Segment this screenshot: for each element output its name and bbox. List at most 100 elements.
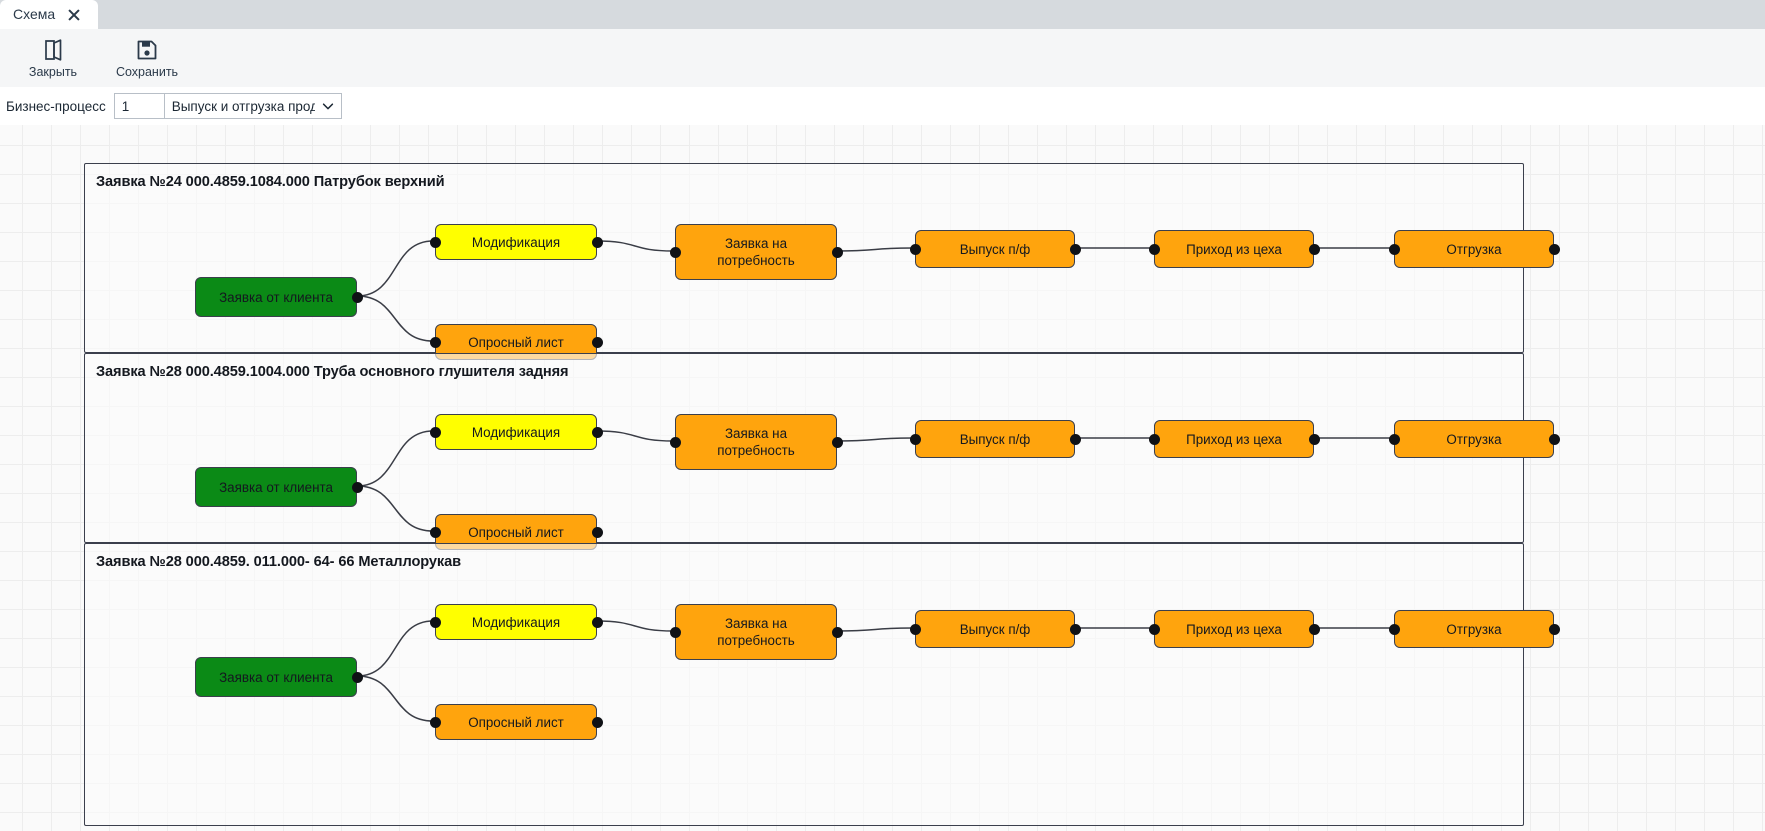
node-label: Модификация (471, 614, 561, 630)
node-port-in[interactable] (909, 243, 921, 255)
node-port-out[interactable] (1069, 433, 1081, 445)
node-port-in[interactable] (909, 433, 921, 445)
node-port-out[interactable] (591, 236, 603, 248)
node-demand-request[interactable]: Заявка на потребность (675, 224, 837, 280)
node-port-out[interactable] (351, 671, 363, 683)
node-demand-request[interactable]: Заявка на потребность (675, 414, 837, 470)
node-port-out[interactable] (591, 716, 603, 728)
node-label: Заявка на потребность (717, 236, 795, 268)
node-port-out[interactable] (831, 626, 843, 638)
toolbar: Закрыть Сохранить 0 (0, 29, 1765, 103)
chevron-down-icon[interactable] (314, 94, 341, 118)
node-port-in[interactable] (429, 716, 441, 728)
node-label: Заявка на потребность (717, 616, 795, 648)
node-semi-release[interactable]: Выпуск п/ф (915, 610, 1075, 648)
node-port-out[interactable] (1308, 243, 1320, 255)
close-button[interactable]: Закрыть (18, 32, 88, 84)
node-port-in[interactable] (1148, 433, 1160, 445)
node-port-in[interactable] (429, 236, 441, 248)
process-group[interactable]: Заявка №28 000.4859. 011.000- 64- 66 Мет… (84, 543, 1560, 826)
close-button-label: Закрыть (28, 64, 78, 79)
node-port-out[interactable] (591, 616, 603, 628)
tab-shema[interactable]: Схема (0, 0, 98, 29)
node-label: Выпуск п/ф (959, 621, 1031, 637)
node-port-out[interactable] (591, 336, 603, 348)
node-port-out[interactable] (591, 426, 603, 438)
node-port-out[interactable] (351, 481, 363, 493)
node-label: Приход из цеха (1186, 621, 1282, 637)
diagram-canvas[interactable]: Заявка №24 000.4859.1084.000 Патрубок ве… (0, 125, 1765, 831)
node-port-in[interactable] (429, 336, 441, 348)
node-shipment[interactable]: Отгрузка (1394, 610, 1554, 648)
node-port-in[interactable] (429, 426, 441, 438)
node-port-out[interactable] (831, 436, 843, 448)
node-survey-sheet[interactable]: Опросный лист (435, 704, 597, 740)
node-label: Отгрузка (1446, 621, 1502, 637)
node-shop-arrival[interactable]: Приход из цеха (1154, 420, 1314, 458)
node-label: Заявка от клиента (219, 289, 333, 305)
save-button[interactable]: Сохранить (112, 32, 182, 84)
process-group[interactable]: Заявка №24 000.4859.1084.000 Патрубок ве… (84, 163, 1560, 360)
process-group-title: Заявка №24 000.4859.1084.000 Патрубок ве… (96, 174, 445, 190)
node-client-request[interactable]: Заявка от клиента (195, 657, 357, 697)
floppy-save-icon (135, 38, 159, 62)
node-semi-release[interactable]: Выпуск п/ф (915, 230, 1075, 268)
node-port-out[interactable] (1308, 623, 1320, 635)
node-port-in[interactable] (669, 246, 681, 258)
node-port-in[interactable] (669, 436, 681, 448)
node-label: Заявка на потребность (717, 426, 795, 458)
business-process-combo[interactable]: 1 Выпуск и отгрузка проду (113, 93, 342, 119)
node-label: Приход из цеха (1186, 241, 1282, 257)
node-port-in[interactable] (1388, 243, 1400, 255)
process-group-title: Заявка №28 000.4859. 011.000- 64- 66 Мет… (96, 554, 461, 570)
node-label: Заявка от клиента (219, 479, 333, 495)
business-process-code-input[interactable]: 1 (114, 94, 165, 118)
node-modification[interactable]: Модификация (435, 224, 597, 260)
node-port-in[interactable] (1148, 623, 1160, 635)
process-group[interactable]: Заявка №28 000.4859.1004.000 Труба основ… (84, 353, 1560, 550)
node-label: Опросный лист (468, 334, 564, 350)
node-shipment[interactable]: Отгрузка (1394, 230, 1554, 268)
node-label: Опросный лист (468, 714, 564, 730)
node-shop-arrival[interactable]: Приход из цеха (1154, 230, 1314, 268)
node-port-out[interactable] (1069, 623, 1081, 635)
node-port-out[interactable] (1548, 243, 1560, 255)
node-modification[interactable]: Модификация (435, 604, 597, 640)
node-port-in[interactable] (1148, 243, 1160, 255)
tab-label: Схема (13, 6, 56, 22)
node-port-in[interactable] (429, 526, 441, 538)
tab-strip: Схема (0, 0, 1765, 29)
node-port-out[interactable] (1308, 433, 1320, 445)
node-semi-release[interactable]: Выпуск п/ф (915, 420, 1075, 458)
node-demand-request[interactable]: Заявка на потребность (675, 604, 837, 660)
node-port-out[interactable] (591, 526, 603, 538)
node-label: Опросный лист (468, 524, 564, 540)
node-modification[interactable]: Модификация (435, 414, 597, 450)
node-shipment[interactable]: Отгрузка (1394, 420, 1554, 458)
node-label: Выпуск п/ф (959, 431, 1031, 447)
business-process-name-input[interactable]: Выпуск и отгрузка проду (164, 94, 315, 118)
node-label: Модификация (471, 234, 561, 250)
door-exit-icon (41, 38, 65, 62)
node-shop-arrival[interactable]: Приход из цеха (1154, 610, 1314, 648)
node-port-in[interactable] (1388, 433, 1400, 445)
close-icon[interactable] (67, 8, 81, 22)
node-label: Приход из цеха (1186, 431, 1282, 447)
parameter-bar: Бизнес-процесс 1 Выпуск и отгрузка проду (0, 87, 1765, 125)
node-label: Выпуск п/ф (959, 241, 1031, 257)
node-label: Отгрузка (1446, 431, 1502, 447)
node-port-out[interactable] (831, 246, 843, 258)
node-port-out[interactable] (1548, 433, 1560, 445)
node-port-in[interactable] (1388, 623, 1400, 635)
node-port-out[interactable] (351, 291, 363, 303)
node-port-out[interactable] (1069, 243, 1081, 255)
node-client-request[interactable]: Заявка от клиента (195, 277, 357, 317)
node-client-request[interactable]: Заявка от клиента (195, 467, 357, 507)
process-group-title: Заявка №28 000.4859.1004.000 Труба основ… (96, 364, 569, 380)
node-label: Заявка от клиента (219, 669, 333, 685)
node-port-in[interactable] (909, 623, 921, 635)
node-port-out[interactable] (1548, 623, 1560, 635)
node-port-in[interactable] (669, 626, 681, 638)
node-label: Отгрузка (1446, 241, 1502, 257)
node-port-in[interactable] (429, 616, 441, 628)
